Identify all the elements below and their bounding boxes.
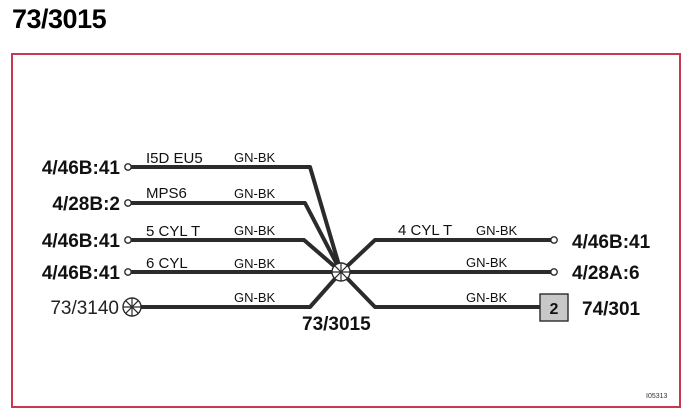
wire-right-3	[339, 270, 540, 309]
right-ref-3: 74/301	[582, 299, 641, 320]
splice-point-icon	[331, 262, 351, 282]
wire-color-right-3: GN-BK	[466, 290, 508, 305]
wire-right-1	[339, 238, 551, 274]
terminal-left-2	[124, 199, 132, 207]
figure-id: I05313	[646, 393, 668, 400]
wire-color-left-1: GN-BK	[234, 150, 276, 165]
left-ref-3: 4/46B:41	[42, 231, 121, 252]
right-ref-2: 4/28A:6	[572, 263, 640, 284]
terminal-left-1	[124, 163, 132, 171]
terminal-right-1	[550, 236, 558, 244]
wire-left-3	[131, 238, 343, 274]
left-ref-2: 4/28B:2	[52, 194, 120, 215]
ground-point-icon	[122, 297, 142, 317]
right-ref-1: 4/46B:41	[572, 232, 651, 253]
terminal-left-3	[124, 236, 132, 244]
variant-left-1: I5D EU5	[146, 150, 203, 167]
left-ref-4: 4/46B:41	[42, 263, 121, 284]
wire-color-left-3: GN-BK	[234, 223, 276, 238]
page-title: 73/3015	[12, 4, 107, 34]
connector-box	[539, 293, 569, 322]
variant-left-4: 6 CYL	[146, 255, 188, 272]
terminal-right-2	[550, 268, 558, 276]
variant-left-3: 5 CYL T	[146, 223, 200, 240]
wire-left-5	[141, 270, 343, 309]
wire-color-right-1: GN-BK	[476, 223, 518, 238]
left-ref-5: 73/3140	[50, 298, 119, 319]
left-ref-1: 4/46B:41	[42, 158, 121, 179]
splice-label: 73/3015	[302, 314, 371, 335]
wire-left-2	[131, 201, 343, 273]
terminal-left-4	[124, 268, 132, 276]
wire-color-left-2: GN-BK	[234, 186, 276, 201]
connector-box-label: 2	[550, 301, 559, 318]
wire-color-left-4: GN-BK	[234, 256, 276, 271]
diagram-frame	[11, 53, 681, 408]
variant-right-1: 4 CYL T	[398, 222, 452, 239]
wire-color-right-2: GN-BK	[466, 255, 508, 270]
variant-left-2: MPS6	[146, 185, 187, 202]
wire-left-1	[131, 165, 343, 273]
wire-color-left-5: GN-BK	[234, 290, 276, 305]
